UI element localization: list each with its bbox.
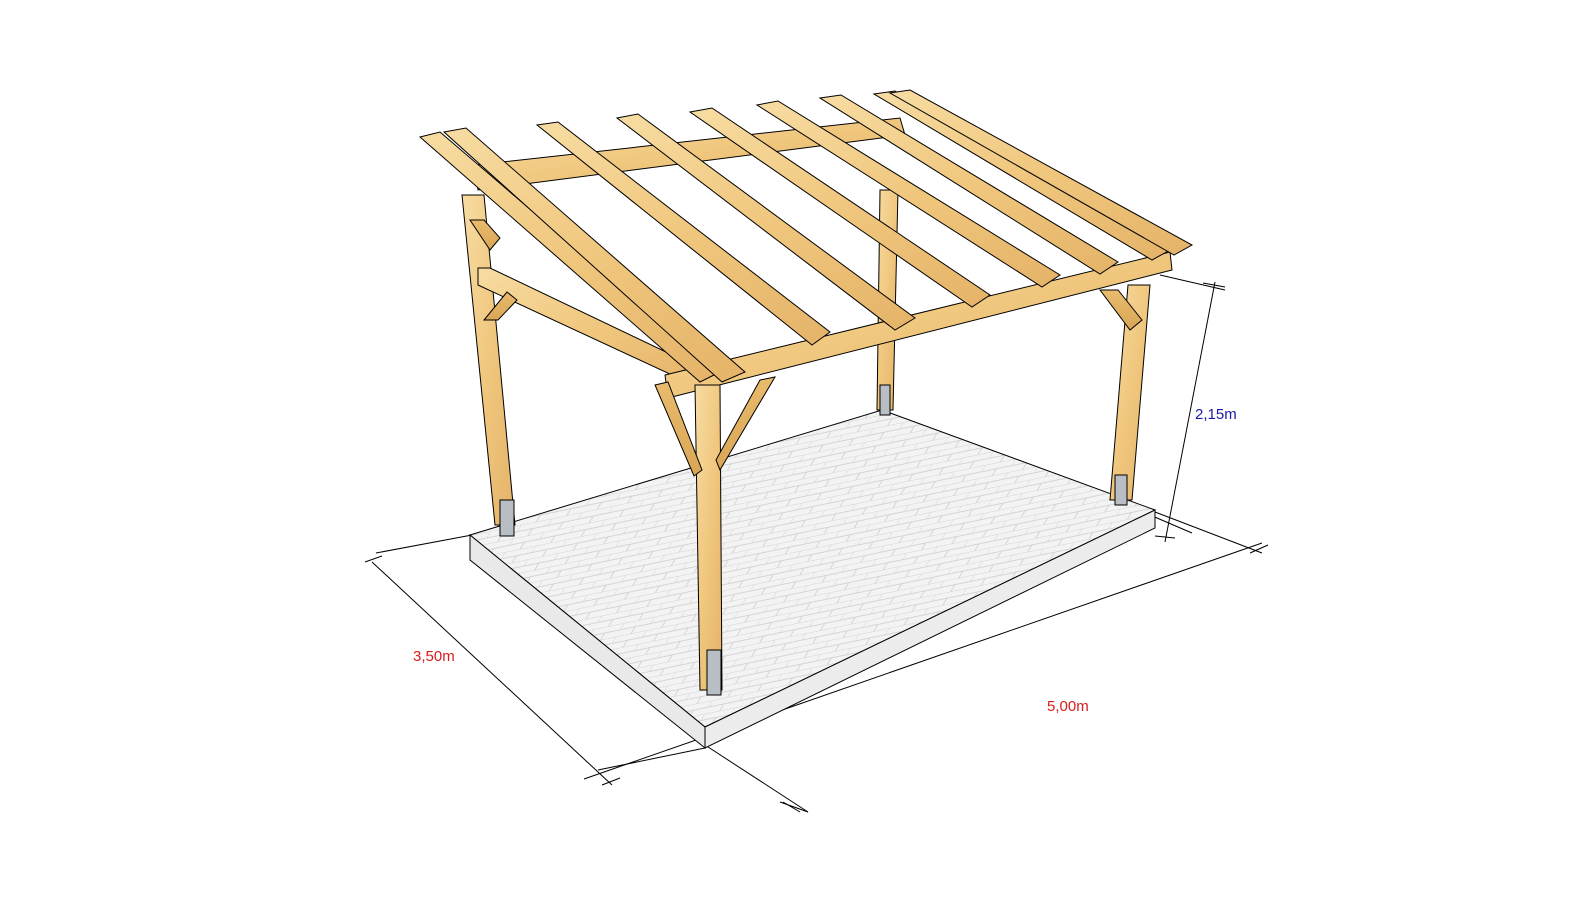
front-posts [654, 376, 777, 696]
paved-slab [468, 409, 1157, 750]
depth-dimension-label: 3,50m [413, 648, 455, 665]
height-dimension-label: 2,15m [1195, 406, 1237, 423]
left-frame [461, 194, 709, 537]
rafters [418, 89, 1194, 383]
width-dimension-label: 5,00m [1047, 698, 1089, 715]
